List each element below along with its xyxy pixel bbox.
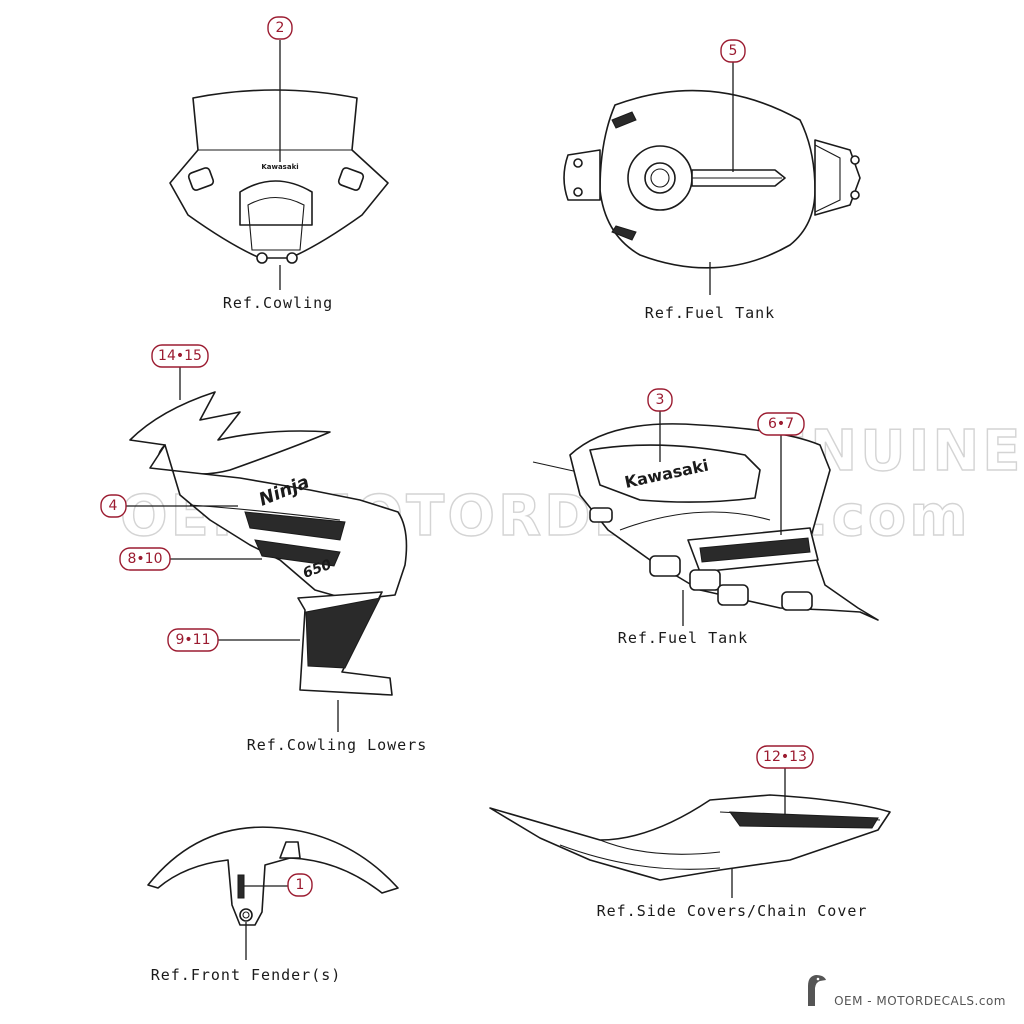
callout-4: 4 [100,494,127,518]
svg-text:12•13: 12•13 [763,749,807,765]
cowling-brand-decal: Kawasaki [261,163,298,171]
callout-14-15: 14•15 [151,344,209,368]
callout-8-10: 8•10 [119,547,171,571]
callout-5: 5 [720,39,746,63]
cowling-front-part: Kawasaki [169,89,389,264]
svg-text:9•11: 9•11 [176,632,211,648]
footer-site-label: OEM - MOTORDECALS.com [834,994,1006,1008]
svg-text:1: 1 [296,877,305,893]
callout-9-11: 9•11 [167,628,219,652]
front-fender-part [147,826,399,926]
svg-text:6•7: 6•7 [768,416,794,432]
fuel-tank-side-part: Kawasaki [532,423,879,621]
callout-3: 3 [647,388,673,412]
side-covers-part [489,794,891,881]
fuel-tank-top-part [563,89,861,269]
callout-1: 1 [287,873,313,897]
bird-logo-icon [808,975,827,1006]
svg-text:14•15: 14•15 [158,348,202,364]
ref-side-covers-label: Ref.Side Covers/Chain Cover [597,902,868,920]
ref-front-fender-label: Ref.Front Fender(s) [151,966,342,984]
callout-12-13: 12•13 [756,745,814,769]
svg-text:5: 5 [729,43,738,59]
svg-text:2: 2 [276,20,285,36]
ref-fuel-tank-side-label: Ref.Fuel Tank [618,629,748,647]
svg-text:8•10: 8•10 [128,551,163,567]
callout-2: 2 [267,16,293,40]
ref-cowling-lowers-label: Ref.Cowling Lowers [247,736,428,754]
ref-fuel-tank-top-label: Ref.Fuel Tank [645,304,775,322]
ref-cowling-label: Ref.Cowling [223,294,333,312]
svg-text:3: 3 [656,392,665,408]
callout-6-7: 6•7 [757,412,805,436]
footer-logo: OEM - MOTORDECALS.com [798,970,1006,1008]
svg-text:4: 4 [109,498,118,514]
